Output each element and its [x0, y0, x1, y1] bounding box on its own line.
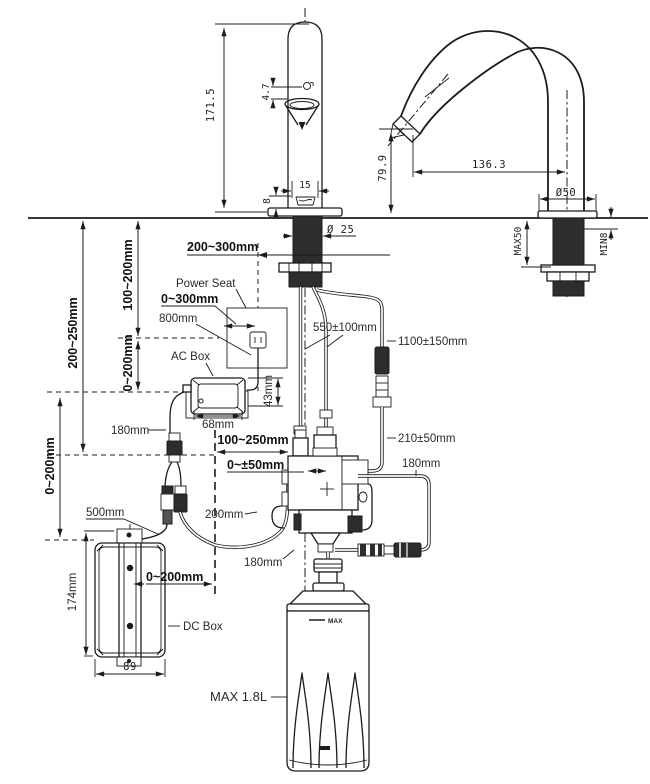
dim-label-8: 8	[262, 198, 273, 204]
sensor-cable-plug	[374, 346, 390, 375]
pump-cap	[313, 558, 343, 573]
dim-label-dia25: Ø 25	[327, 224, 354, 236]
side-flange	[537, 210, 598, 219]
dim-label-max50: MAX50	[513, 226, 524, 255]
dim-label-100-200: 100~200mm	[121, 239, 135, 310]
dim-label-210: 210±50mm	[398, 433, 455, 445]
dim-label-100-250: 100~250mm	[217, 433, 288, 447]
dim-label-79-9: 79.9	[377, 154, 389, 181]
dc-box: 500mm 174mm 89 0~200mm DC Box	[67, 507, 223, 677]
dim-base-height: 8	[262, 186, 291, 218]
dim-label-180-left: 180mm	[111, 425, 149, 437]
faucet-front-shank	[278, 215, 332, 288]
dim-label-200mm: 200mm	[205, 509, 243, 521]
bottle-capacity-label: MAX 1.8L	[210, 689, 267, 704]
aerator-detail	[295, 196, 316, 206]
dim-sensor-offset: 4.7	[261, 77, 302, 109]
dim-label-min8: MIN8	[599, 232, 610, 255]
dim-label-15: 15	[299, 180, 310, 191]
loop-cable: 180mm 180mm	[244, 458, 440, 569]
sensor-cable-lower	[354, 407, 383, 472]
dim-valve: 100~250mm 0~±50mm	[217, 433, 326, 474]
dim-label-68: 68mm	[202, 419, 234, 431]
ac-cable	[169, 391, 185, 433]
base-plate	[267, 207, 343, 217]
dim-label-180-bottom: 180mm	[244, 557, 282, 569]
dim-label-200-300: 200~300mm	[187, 240, 258, 254]
dim-label-89: 89	[123, 661, 137, 673]
soap-bottle: MAX MAX 1.8L	[210, 590, 370, 772]
ac-box: AC Box 43mm 68mm 180mm	[111, 351, 283, 437]
ac-box-label: AC Box	[171, 351, 210, 363]
dim-label-136-3: 136.3	[472, 159, 506, 171]
bottle-max-mark: MAX	[328, 618, 343, 625]
sensor-indicator-icon	[303, 82, 311, 90]
dim-deck-max: MAX50	[513, 221, 551, 268]
dim-overall-height: 171.5	[205, 23, 309, 213]
faucet-side-view	[387, 30, 598, 297]
dim-label-171-5: 171.5	[205, 88, 217, 122]
splitter-valve-cable	[179, 477, 289, 549]
dim-left-depths: 100~200mm 0~200mm 200~250mm 0~200mm	[43, 221, 141, 537]
supply-hose-right	[312, 286, 327, 435]
bottle-body	[286, 610, 370, 772]
dim-label-dia50: Ø50	[556, 187, 576, 199]
dim-label-0-200-b: 0~200mm	[43, 437, 57, 494]
sensor-cone	[284, 97, 320, 130]
dc-box-label: DC Box	[183, 621, 223, 633]
dim-label-4-7: 4.7	[261, 83, 272, 100]
dim-label-1100: 1100±150mm	[398, 336, 467, 348]
cable-splitter: 200mm	[134, 432, 290, 549]
dim-label-800: 800mm	[159, 313, 197, 325]
dim-outlet-height: 79.9	[377, 128, 413, 213]
ac-box-plug	[182, 384, 192, 393]
dim-label-500: 500mm	[86, 507, 124, 519]
bottle-rib	[345, 672, 365, 769]
bottle-rib	[292, 672, 312, 769]
power-seat: Power Seat 200~300mm 0~300mm 800mm	[159, 240, 390, 391]
side-shank	[552, 217, 585, 297]
faucet-front-view	[267, 21, 343, 217]
valve-unit	[271, 426, 373, 592]
valve-lower-body	[298, 509, 353, 534]
valve-side-block	[341, 459, 369, 485]
power-cord	[247, 348, 259, 391]
dim-label-0-200-dc: 0~200mm	[146, 570, 203, 584]
dim-label-0-200-a: 0~200mm	[121, 334, 135, 391]
dim-label-0-50: 0~±50mm	[227, 458, 284, 472]
power-seat-label: Power Seat	[176, 278, 236, 290]
dim-spout-reach: 136.3	[412, 135, 565, 177]
dim-deck-min: MIN8	[584, 207, 618, 255]
dim-label-550: 550±100mm	[313, 322, 377, 334]
dim-spout-width: 15	[281, 180, 329, 198]
faucet-hoses: 550±100mm 1100±150mm 210±50mm	[293, 286, 467, 473]
dim-flange-diameter: Ø50	[538, 187, 597, 211]
bottle-rib	[318, 672, 338, 769]
power-outlet-icon	[249, 331, 267, 349]
dim-shank-diameter: Ø 25	[283, 224, 356, 239]
sensor-cable-upper	[316, 289, 383, 347]
dim-label-174: 174mm	[67, 573, 79, 611]
dim-label-180-right: 180mm	[402, 458, 440, 470]
dim-label-0-300: 0~300mm	[161, 292, 218, 306]
dim-label-43: 43mm	[263, 375, 275, 407]
dim-label-200-250: 200~250mm	[66, 297, 80, 368]
